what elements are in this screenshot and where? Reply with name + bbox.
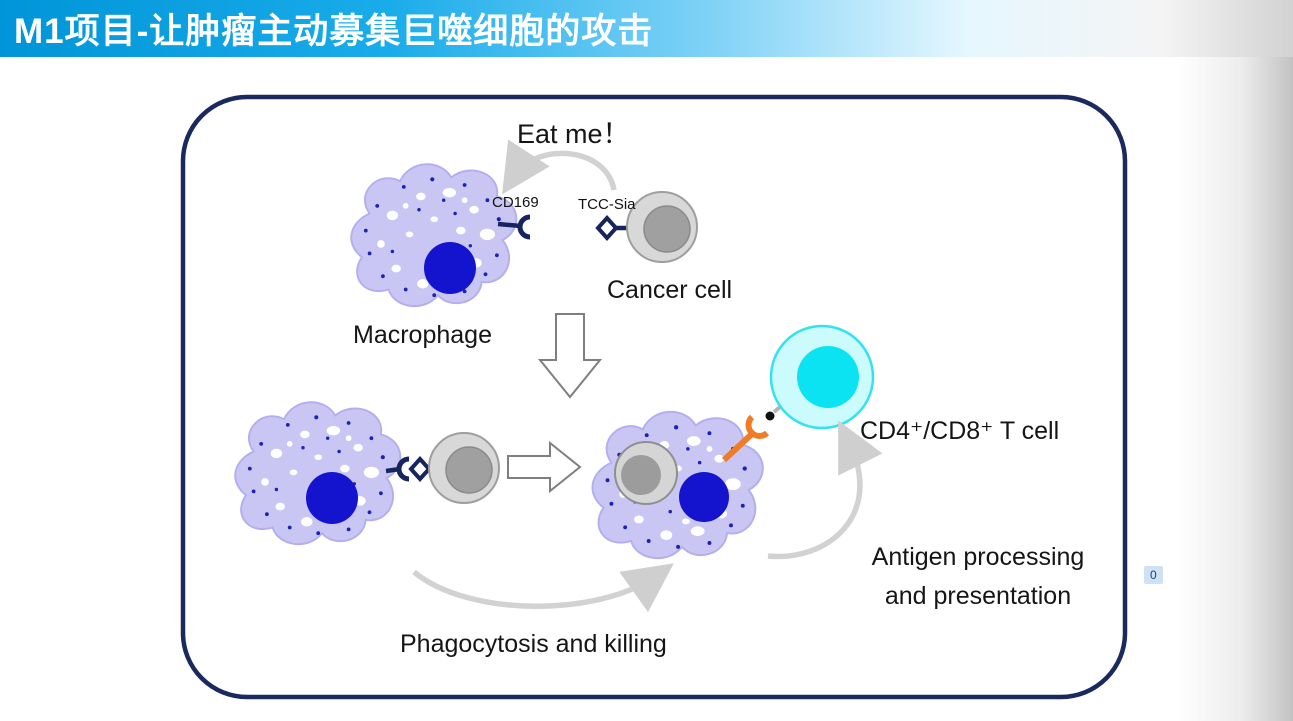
eat-me-label: Eat me！	[517, 119, 630, 149]
antigen-processing-line1: Antigen processing	[871, 543, 1085, 571]
tcc-sia-ligand	[595, 215, 629, 241]
page-title: M1项目-让肿瘤主动募集巨噬细胞的攻击	[14, 12, 654, 51]
engulfed-cancer-cell	[614, 441, 678, 505]
bound-receptor-ligand	[385, 456, 432, 482]
cd169-receptor	[497, 214, 531, 240]
arrow-down	[537, 313, 603, 399]
cancer-cell-left	[428, 432, 500, 504]
page-number-badge[interactable]: 0	[1144, 566, 1163, 584]
diagram-frame	[180, 94, 1128, 700]
macrophage-top	[350, 163, 518, 308]
eat-me-arrow	[502, 139, 617, 195]
cancer-cell-label: Cancer cell	[607, 276, 733, 304]
macrophage-left	[234, 401, 402, 546]
cancer-cell-top	[626, 191, 698, 263]
antigen-arrow	[767, 420, 883, 560]
macrophage-engulfing	[591, 410, 764, 560]
phagocytosis-label: Phagocytosis and killing	[400, 630, 667, 658]
tcc-sia-label: TCC-Sia	[578, 196, 636, 213]
cd169-label: CD169	[492, 194, 539, 211]
t-cell	[769, 324, 875, 430]
antigen-processing-line2: and presentation	[884, 582, 1072, 610]
arrow-right	[507, 440, 582, 494]
t-cell-label: CD4⁺/CD8⁺ T cell	[860, 417, 1060, 445]
phagocytosis-arrow	[412, 563, 674, 613]
title-bar: M1项目-让肿瘤主动募集巨噬细胞的攻击	[0, 0, 1293, 57]
macrophage-label: Macrophage	[353, 321, 492, 349]
antigen-processing-label: Antigen processing and presentation	[832, 538, 1124, 616]
